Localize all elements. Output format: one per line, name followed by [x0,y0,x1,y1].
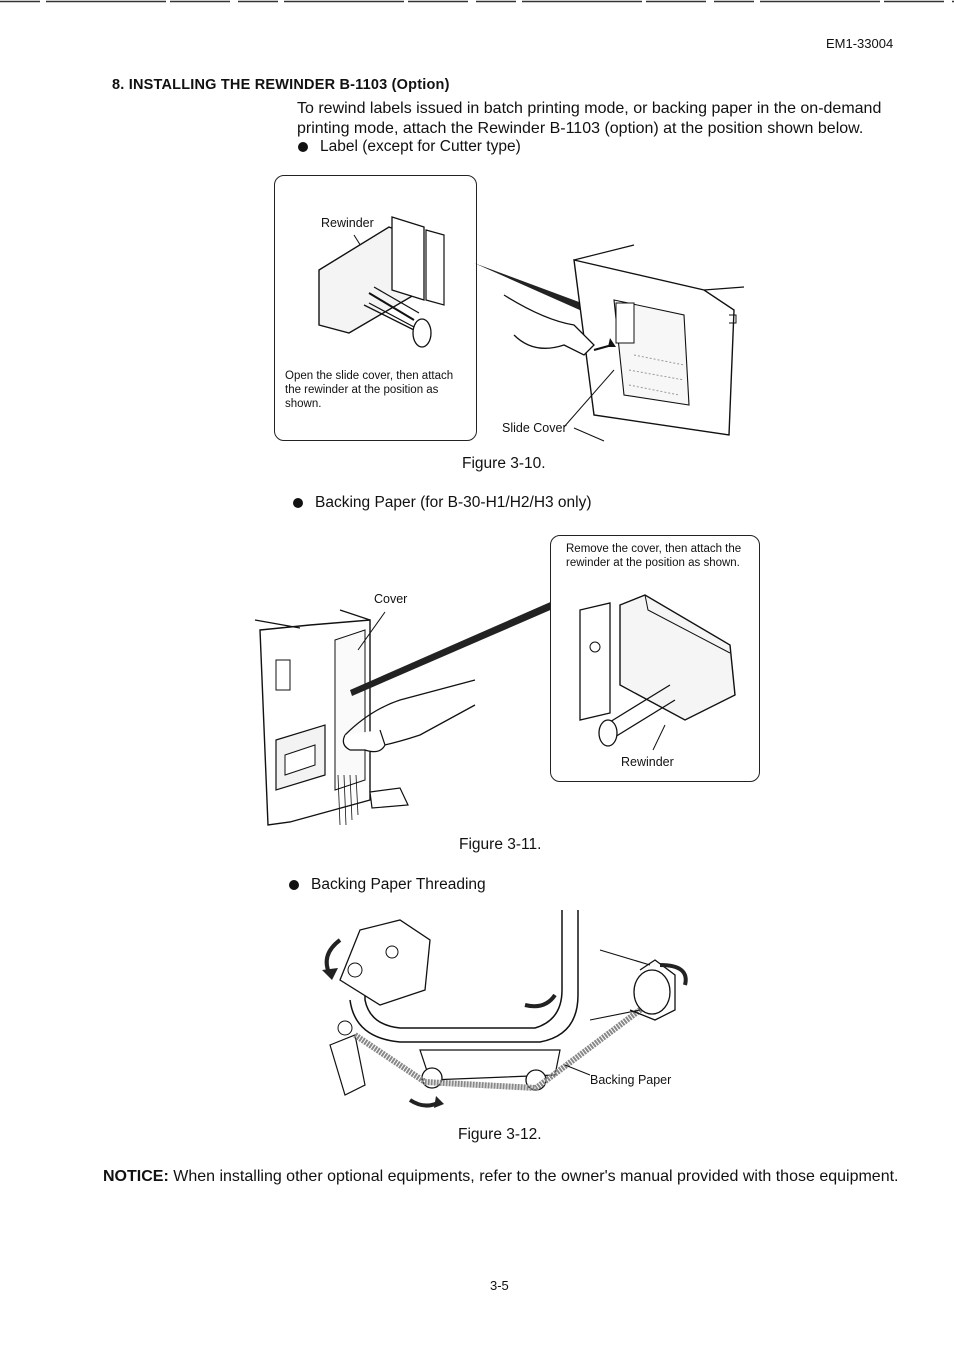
bullet-backing-paper-threading: Backing Paper Threading [289,876,486,894]
bullet-text: Backing Paper (for B-30-H1/H2/H3 only) [315,494,592,511]
figure-3-10-caption: Figure 3-10. [462,455,546,472]
bullet-dot-icon [293,498,303,508]
rewinder-label: Rewinder [321,216,374,230]
bullet-text: Label (except for Cutter type) [320,138,521,155]
page-top-border [0,0,954,3]
figure-3-11-rewinder-drawing [550,535,758,780]
figure-3-10-drawing [274,175,754,445]
bullet-dot-icon [289,880,299,890]
notice-label: NOTICE: [103,1168,169,1185]
backing-paper-label: Backing Paper [590,1073,672,1087]
bullet-text: Backing Paper Threading [311,876,486,893]
rewinder-label: Rewinder [621,755,674,769]
page-number: 3-5 [490,1278,509,1293]
callout-instruction: Open the slide cover, then attach the re… [285,370,454,410]
notice-text: When installing other optional equipment… [173,1168,899,1185]
notice-paragraph: NOTICE: When installing other optional e… [103,1167,903,1187]
section-intro: To rewind labels issued in batch printin… [297,100,882,137]
bullet-label-except-cutter: Label (except for Cutter type) [298,138,521,156]
section-heading: 8. INSTALLING THE REWINDER B-1103 (Optio… [112,77,450,93]
figure-3-12-caption: Figure 3-12. [458,1126,542,1143]
bullet-backing-paper: Backing Paper (for B-30-H1/H2/H3 only) [293,494,592,512]
slide-cover-label: Slide Cover [502,421,567,435]
bullet-dot-icon [298,142,308,152]
figure-3-12-threading-drawing [322,910,690,1108]
cover-label: Cover [374,592,408,606]
figure-3-11-printer-drawing [240,600,555,830]
figure-3-11-caption: Figure 3-11. [459,836,542,853]
document-id: EM1-33004 [826,36,894,51]
callout-instruction: Remove the cover, then attach the rewind… [566,543,742,569]
